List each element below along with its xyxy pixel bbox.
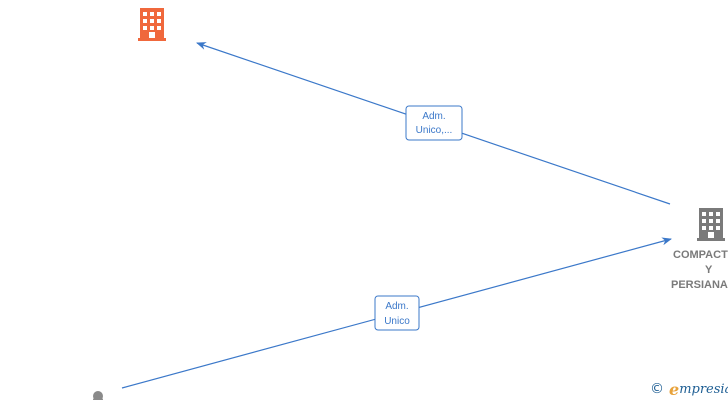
edge-label-box (374, 295, 420, 331)
edge-admin-to-top-company[interactable]: Adm. Unico,... (196, 42, 671, 205)
edge-label-line-1: Adm. (385, 301, 408, 312)
edge-label[interactable]: Adm. Unico (374, 295, 420, 331)
edge-label-line-2: Unico (384, 316, 410, 327)
brand-name: mpresia (679, 381, 728, 397)
copyright-icon: © (650, 381, 664, 397)
node-top-company[interactable] (138, 8, 166, 41)
node-compact-y-persiana[interactable]: COMPACT Y PERSIANA (671, 208, 728, 291)
building-icon (697, 208, 725, 241)
building-icon (138, 8, 166, 41)
node-label-line-2: Y (705, 264, 713, 276)
edge-label-line-2: Unico,... (416, 125, 453, 136)
person-icon (93, 391, 103, 400)
node-label-line-1: COMPACT (673, 249, 728, 261)
edge-label[interactable]: Adm. Unico,... (405, 105, 463, 141)
node-person[interactable] (93, 391, 103, 400)
empresia-watermark: © e mpresia (650, 379, 728, 399)
edge-person-to-right-company[interactable]: Adm. Unico (121, 237, 672, 389)
edge-label-box (405, 105, 463, 141)
node-label-line-3: PERSIANA (671, 279, 728, 291)
brand-initial: e (669, 379, 680, 399)
edge-label-line-1: Adm. (422, 111, 445, 122)
